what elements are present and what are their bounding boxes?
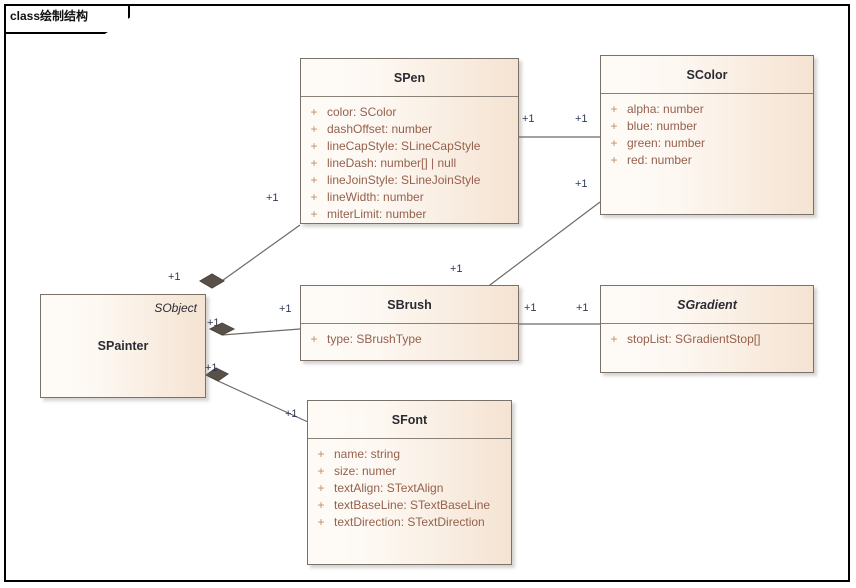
class-title-sgradient: SGradient (601, 286, 813, 324)
attribute-row: + blue: number (601, 118, 813, 135)
class-title-spainter: SPainter (97, 339, 149, 353)
attribute-row: + textAlign: STextAlign (308, 480, 511, 497)
attribute-signature: color: SColor (327, 105, 397, 119)
attribute-row: + dashOffset: number (301, 121, 518, 138)
class-title-sbrush: SBrush (301, 286, 518, 324)
multiplicity-label-color-brush-end: +1 (575, 178, 588, 190)
attribute-signature: textDirection: STextDirection (334, 515, 485, 529)
class-attributes-sgradient: + stopList: SGradientStop[] (601, 324, 813, 354)
attribute-signature: lineDash: number[] | null (327, 156, 457, 170)
attribute-row: + size: numer (308, 463, 511, 480)
visibility-marker: + (310, 156, 318, 170)
class-attributes-spen: + color: SColor + dashOffset: number + l… (301, 97, 518, 229)
attribute-row: + lineDash: number[] | null (301, 155, 518, 172)
class-attributes-scolor: + alpha: number + blue: number + green: … (601, 94, 813, 175)
diagram-frame-tab (4, 4, 130, 34)
attribute-signature: green: number (627, 136, 706, 150)
visibility-marker: + (310, 173, 318, 187)
visibility-marker: + (610, 102, 618, 116)
attribute-signature: red: number (627, 153, 692, 167)
diagram-frame (4, 4, 850, 582)
visibility-marker: + (310, 105, 318, 119)
multiplicity-label-painter-brush-source: +1 (207, 317, 220, 329)
multiplicity-label-painter-pen-source: +1 (168, 271, 181, 283)
visibility-marker: + (310, 122, 318, 136)
class-box-scolor[interactable]: SColor + alpha: number + blue: number + … (600, 55, 814, 215)
attribute-row: + stopList: SGradientStop[] (601, 331, 813, 348)
visibility-marker: + (610, 136, 618, 150)
attribute-signature: name: string (334, 447, 401, 461)
class-attributes-sbrush: + type: SBrushType (301, 324, 518, 354)
class-body-spainter: SPainter (41, 295, 205, 397)
class-attributes-sfont: + name: string + size: numer + textAlign… (308, 439, 511, 537)
multiplicity-label-brush-color-end: +1 (450, 263, 463, 275)
class-box-sfont[interactable]: SFont + name: string + size: numer + tex… (307, 400, 512, 565)
class-box-spainter[interactable]: SObject SPainter (40, 294, 206, 398)
attribute-signature: textAlign: STextAlign (334, 481, 444, 495)
class-stereotype-spainter: SObject (154, 301, 197, 315)
attribute-signature: lineJoinStyle: SLineJoinStyle (327, 173, 481, 187)
attribute-signature: alpha: number (627, 102, 704, 116)
class-box-spen[interactable]: SPen + color: SColor + dashOffset: numbe… (300, 58, 519, 224)
multiplicity-label-painter-font-source: +1 (205, 362, 218, 374)
visibility-marker: + (310, 139, 318, 153)
attribute-row: + lineJoinStyle: SLineJoinStyle (301, 172, 518, 189)
multiplicity-label-pen-color-target: +1 (575, 113, 588, 125)
attribute-signature: stopList: SGradientStop[] (627, 332, 761, 346)
diagram-title: class绘制结构 (10, 9, 89, 23)
visibility-marker: + (317, 481, 325, 495)
class-box-sbrush[interactable]: SBrush + type: SBrushType (300, 285, 519, 361)
visibility-marker: + (610, 119, 618, 133)
attribute-signature: type: SBrushType (327, 332, 422, 346)
attribute-row: + type: SBrushType (301, 331, 518, 348)
visibility-marker: + (317, 498, 325, 512)
class-title-spen: SPen (301, 59, 518, 97)
attribute-row: + lineWidth: number (301, 189, 518, 206)
attribute-row: + green: number (601, 135, 813, 152)
attribute-row: + red: number (601, 152, 813, 169)
multiplicity-label-font-painter-end: +1 (285, 408, 298, 420)
visibility-marker: + (317, 464, 325, 478)
attribute-row: + color: SColor (301, 104, 518, 121)
attribute-signature: dashOffset: number (327, 122, 433, 136)
attribute-signature: lineCapStyle: SLineCapStyle (327, 139, 481, 153)
visibility-marker: + (317, 515, 325, 529)
class-box-sgradient[interactable]: SGradient + stopList: SGradientStop[] (600, 285, 814, 373)
visibility-marker: + (610, 153, 618, 167)
visibility-marker: + (310, 332, 318, 346)
attribute-signature: miterLimit: number (327, 207, 427, 221)
multiplicity-label-pen-color-source: +1 (522, 113, 535, 125)
attribute-signature: blue: number (627, 119, 698, 133)
multiplicity-label-brush-gradient-source: +1 (524, 302, 537, 314)
attribute-row: + name: string (308, 446, 511, 463)
attribute-signature: size: numer (334, 464, 397, 478)
class-title-sfont: SFont (308, 401, 511, 439)
multiplicity-label-gradient-target: +1 (576, 302, 589, 314)
class-title-scolor: SColor (601, 56, 813, 94)
attribute-row: + lineCapStyle: SLineCapStyle (301, 138, 518, 155)
visibility-marker: + (310, 207, 318, 221)
attribute-row: + textBaseLine: STextBaseLine (308, 497, 511, 514)
attribute-row: + alpha: number (601, 101, 813, 118)
attribute-row: + textDirection: STextDirection (308, 514, 511, 531)
visibility-marker: + (310, 190, 318, 204)
visibility-marker: + (610, 332, 618, 346)
multiplicity-label-brush-painter-end: +1 (279, 303, 292, 315)
multiplicity-label-pen-painter-end: +1 (266, 192, 279, 204)
attribute-signature: lineWidth: number (327, 190, 424, 204)
visibility-marker: + (317, 447, 325, 461)
attribute-signature: textBaseLine: STextBaseLine (334, 498, 491, 512)
attribute-row: + miterLimit: number (301, 206, 518, 223)
